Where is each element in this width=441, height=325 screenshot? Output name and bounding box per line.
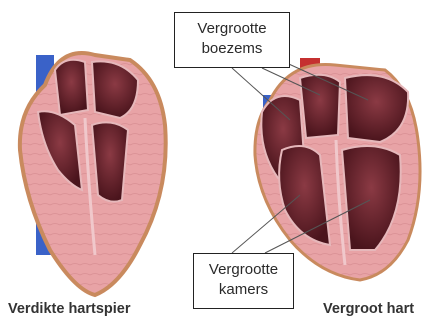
ventricle-left-b	[92, 122, 128, 201]
enlarged-ventricles-line2: kamers	[198, 280, 289, 300]
thickened-heart	[20, 53, 166, 295]
enlarged-atria-line1: Vergrootte	[179, 19, 285, 39]
enlarged-heart	[255, 58, 420, 280]
caption-enlarged-heart: Vergroot hart	[323, 301, 414, 317]
enlarged-ventricles-label: Vergrootte kamers	[193, 253, 294, 309]
atrium-left-a	[55, 60, 88, 115]
enlarged-atria-label: Vergrootte boezems	[174, 12, 290, 68]
caption-thickened-heart: Verdikte hartspier	[8, 301, 131, 317]
enlarged-ventricles-line1: Vergrootte	[198, 260, 289, 280]
enlarged-atria-line2: boezems	[179, 39, 285, 59]
